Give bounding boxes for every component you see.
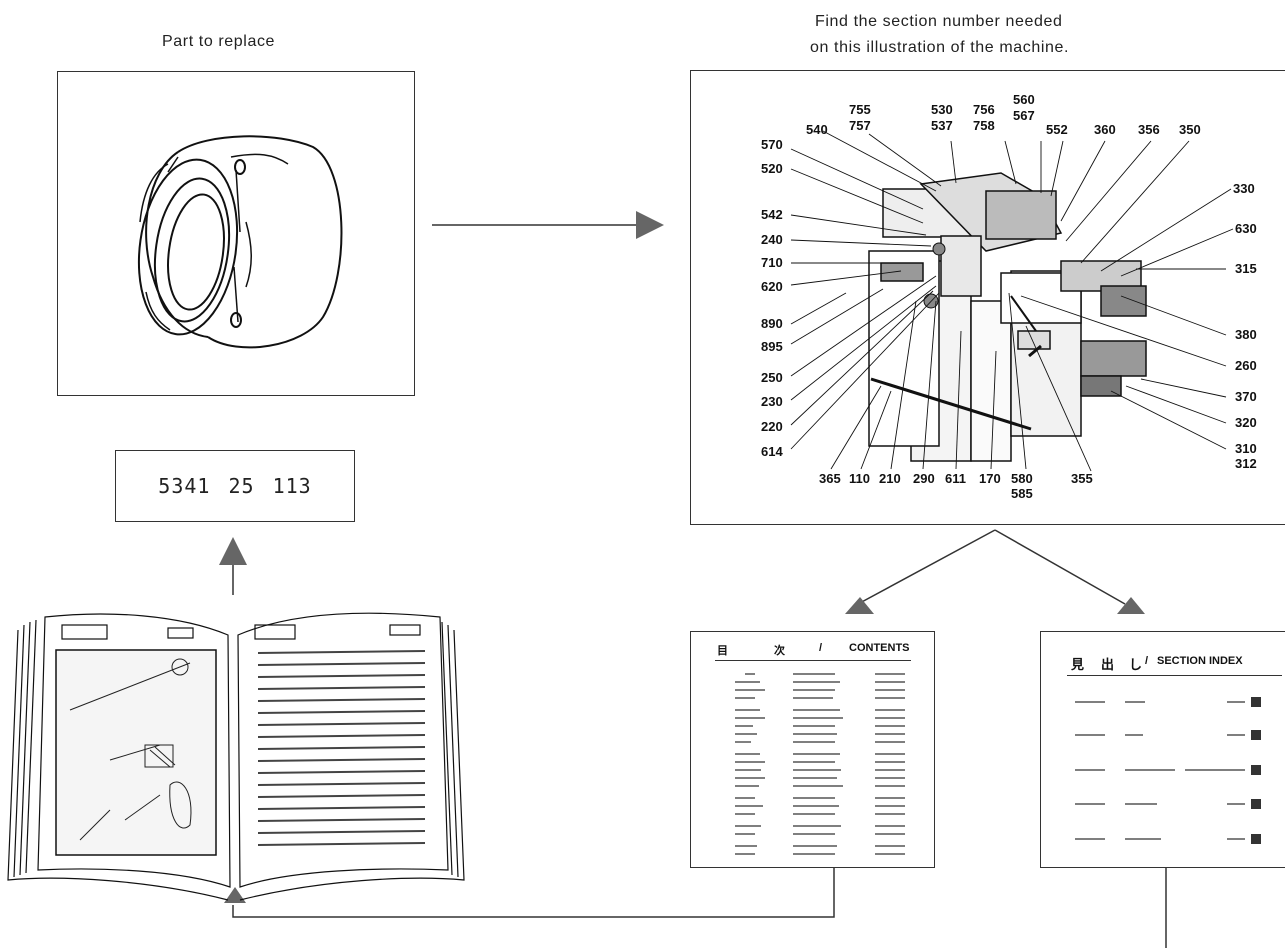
arrow-head [636,211,664,239]
machine-label: 580 [1011,471,1033,486]
parts-catalog-book [7,612,465,901]
machine-label: 540 [806,122,828,137]
contents-title-jp-2: 次 [774,645,785,657]
machine-label: 312 [1235,456,1257,471]
machine-label: 567 [1013,108,1035,123]
machine-label: 585 [1011,486,1033,501]
machine-label: 560 [1013,92,1035,107]
machine-label: 614 [761,444,783,459]
machine-label: 360 [1094,122,1116,137]
machine-label: 356 [1138,122,1160,137]
machine-label: 320 [1235,415,1257,430]
machine-label: 260 [1235,358,1257,373]
machine-label: 350 [1179,122,1201,137]
part-number-segment-1: 5341 [158,474,211,498]
machine-label: 895 [761,339,783,354]
part-number-segment-3: 113 [272,474,312,498]
machine-label: 710 [761,255,783,270]
part-number-segment-2: 25 [228,474,255,498]
machine-label: 290 [913,471,935,486]
section-index-title-jp-3: し [1129,657,1143,672]
machine-label: 758 [973,118,995,133]
machine-label: 630 [1235,221,1257,236]
contents-divider [715,660,911,661]
machine-label: 210 [879,471,901,486]
contents-title-slash: / [819,642,823,654]
machine-label: 355 [1071,471,1093,486]
machine-label: 530 [931,102,953,117]
machine-label: 756 [973,102,995,117]
machine-label: 380 [1235,327,1257,342]
machine-label: 250 [761,370,783,385]
part-illustration-box [57,71,415,396]
machine-label: 570 [761,137,783,152]
machine-label: 542 [761,207,783,222]
part-to-replace-caption: Part to replace [162,33,276,50]
contents-listing [735,673,905,855]
arrow-head [224,887,246,903]
find-section-caption-line1: Find the section number needed [815,13,1063,30]
machine-label: 611 [945,471,966,486]
find-section-caption-line2: on this illustration of the machine. [810,39,1070,56]
machine-label: 240 [761,232,783,247]
offset-press-drawing: 755 757 530 537 756 758 560 567 552 360 … [761,92,1257,501]
machine-label: 537 [931,118,953,133]
contents-page: 目 次 / CONTENTS [690,631,935,868]
section-index-divider [1067,675,1282,676]
machine-illustration-box: 755 757 530 537 756 758 560 567 552 360 … [690,70,1285,525]
arrow-head [1117,597,1145,614]
machine-label: 170 [979,471,1001,486]
machine-label: 230 [761,394,783,409]
arrow-head [845,597,874,614]
machine-label: 310 [1235,441,1257,456]
machine-label: 110 [849,471,870,486]
section-index-page: 見 出 し / SECTION INDEX [1040,631,1285,868]
machine-label: 890 [761,316,783,331]
machine-label: 365 [819,471,841,486]
machine-label: 520 [761,161,783,176]
machine-label: 315 [1235,261,1257,276]
contents-title-jp-1: 目 [717,645,728,657]
machine-label: 220 [761,419,783,434]
machine-label: 755 [849,102,871,117]
machine-label: 370 [1235,389,1257,404]
section-index-title-jp-2: 出 [1101,657,1115,672]
section-index-listing [1075,697,1261,844]
part-number-box: 5341 25 113 [115,450,355,522]
machine-label: 552 [1046,122,1068,137]
bushing-part-drawing [137,135,343,349]
section-index-title-en: SECTION INDEX [1157,655,1243,667]
machine-label: 757 [849,118,871,133]
section-index-title-slash: / [1145,655,1149,667]
machine-label: 620 [761,279,783,294]
contents-title-en: CONTENTS [849,642,910,654]
arrow-head [219,537,247,565]
machine-label: 330 [1233,181,1255,196]
section-index-title-jp-1: 見 [1071,657,1085,672]
